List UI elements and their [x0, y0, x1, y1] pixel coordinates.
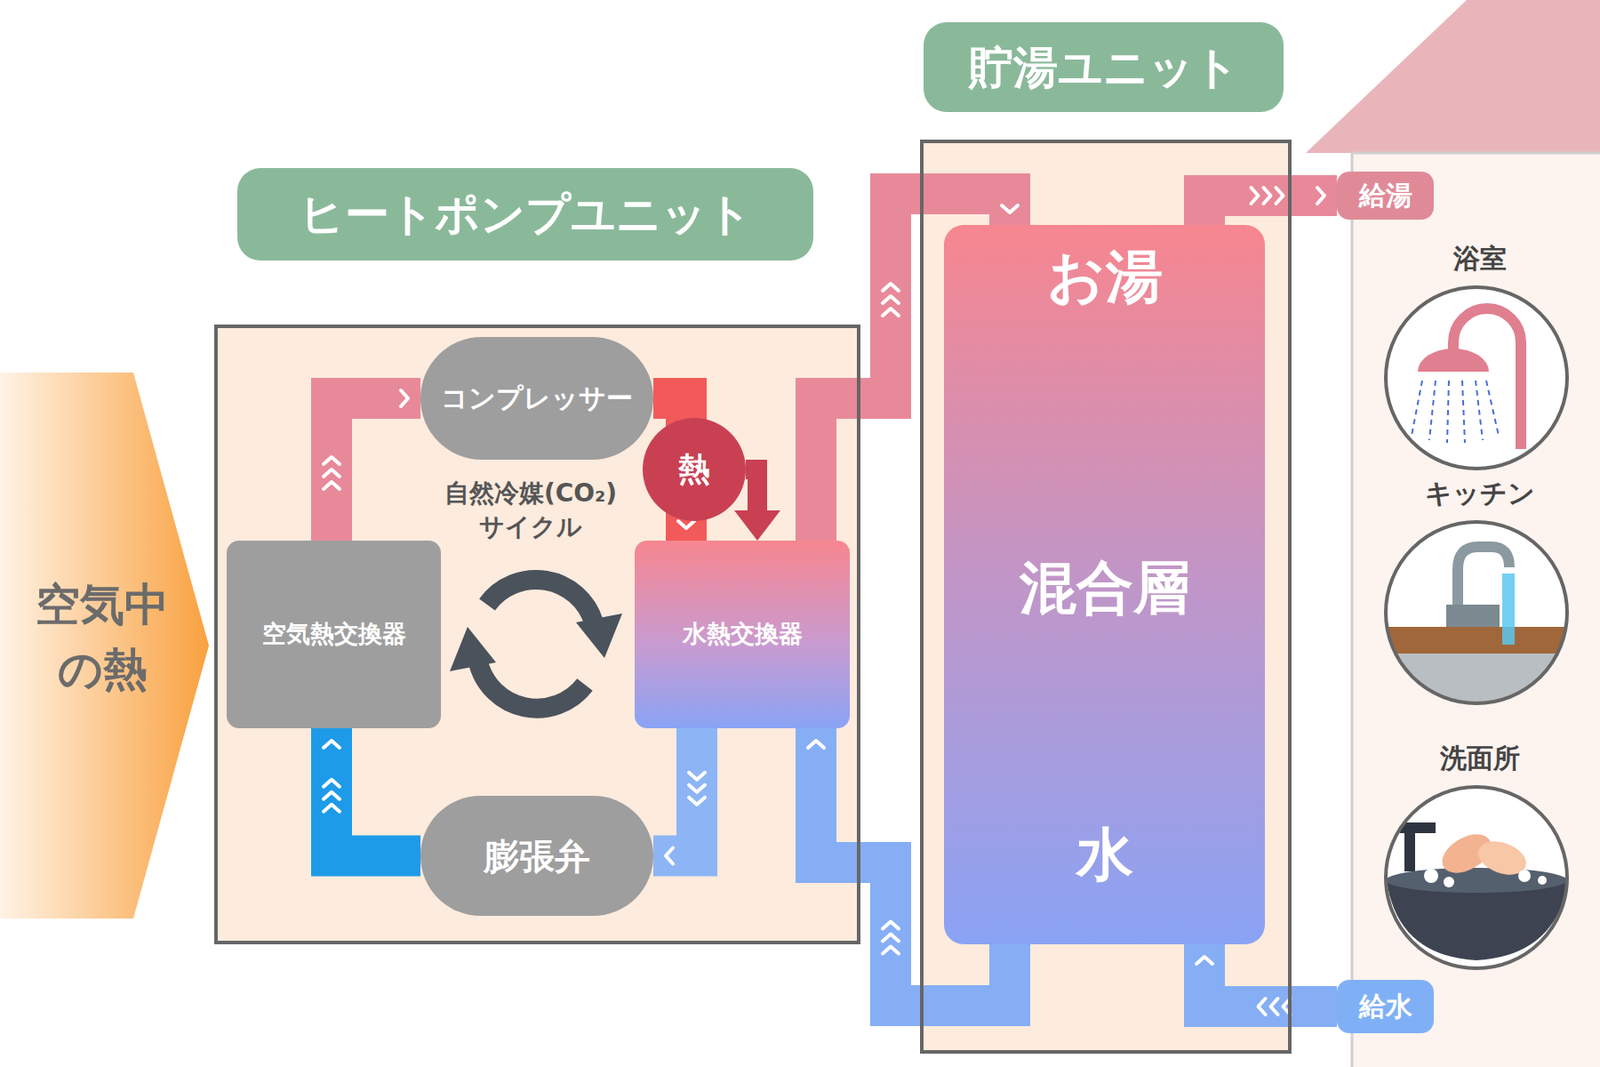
flow-chevron: [882, 308, 899, 316]
node-text: コンプレッサー: [440, 382, 633, 415]
flow-chevron: [882, 946, 899, 954]
heat-circle: 熱: [642, 417, 746, 521]
flow-chevron: [688, 772, 705, 780]
flow-chevron: [882, 296, 899, 304]
flow-chevron: [1001, 205, 1018, 213]
component-pill: コンプレッサー: [420, 336, 654, 460]
exchanger-box: 水熱交換器: [634, 540, 850, 728]
flow-chevron: [808, 740, 824, 748]
flow-chevron: [882, 283, 899, 291]
supply-pill: 給水: [1336, 979, 1434, 1033]
node-text: 水熱交換器: [682, 619, 803, 648]
hot-water-tank: お湯混合層水: [944, 224, 1265, 944]
flow-chevron: [323, 456, 340, 464]
node-text: 浴室: [1352, 242, 1600, 275]
component-pill: 膨張弁: [420, 795, 654, 916]
room-circle: 洗面所: [1384, 784, 1569, 970]
node-text: 膨張弁: [483, 834, 591, 878]
arrowhead: [734, 510, 781, 541]
flow-chevron: [1196, 956, 1213, 964]
pipe-connector: [323, 728, 421, 856]
node-text: 熱: [678, 449, 711, 488]
cycle-arrowhead: [449, 626, 496, 672]
node-text: 貯湯ユニット: [923, 22, 1284, 112]
flow-chevron: [323, 740, 340, 748]
pipe-connector: [323, 390, 421, 541]
node-text: 洗面所: [1352, 742, 1600, 775]
washbowl-illustration: [1385, 822, 1569, 960]
supply-pill: 給湯: [1336, 171, 1434, 220]
flow-chevron: [882, 934, 899, 942]
room-circle: 浴室: [1384, 285, 1569, 471]
node-text: 給水: [1359, 990, 1413, 1023]
pipe-line: [1204, 944, 1337, 1007]
pipe-line: [653, 728, 697, 856]
unit-box: ヒートポンプユニットコンプレッサー熱空気熱交換器水熱交換器膨張弁: [214, 324, 861, 944]
room-circle-fill: [1384, 285, 1569, 471]
pipe-connector: [1196, 944, 1337, 1015]
flow-chevron: [323, 469, 340, 477]
heat-pump-ground: [214, 324, 861, 944]
node-text: 混合層: [944, 553, 1265, 623]
house-body: [1352, 152, 1600, 1067]
flow-chevron: [1251, 187, 1259, 204]
flow-chevron: [323, 792, 340, 800]
air-heat-arrow: 空気中 の熱: [0, 372, 209, 919]
room-circle-fill: [1384, 784, 1569, 970]
flow-chevron: [688, 797, 705, 805]
unit-box: 貯湯ユニットお湯混合層水: [920, 139, 1292, 1054]
cycle-arrowhead: [576, 613, 623, 658]
node-text: お湯: [944, 242, 1265, 312]
node-text: キッチン: [1352, 477, 1600, 510]
node-text: 空気中 の熱: [26, 572, 178, 702]
node-text: 水: [944, 820, 1265, 889]
flow-chevron: [882, 921, 899, 929]
pipe-line: [331, 398, 421, 541]
exchanger-box: 空気熱交換器: [226, 540, 441, 728]
cycle-label: 自然冷媒(CO₂) サイクル: [437, 476, 624, 544]
flow-chevron: [1276, 187, 1284, 204]
storage-ground: [920, 139, 1292, 1054]
pipe-line: [745, 469, 758, 514]
flow-chevron: [400, 390, 408, 407]
node-text: ヒートポンプユニット: [237, 168, 814, 261]
flow-chevron: [323, 804, 340, 812]
node-text: 給湯: [1359, 179, 1413, 212]
flow-chevron: [665, 848, 673, 864]
flow-chevron: [323, 779, 340, 787]
house-roof: [1305, 0, 1600, 153]
pipe-connector: [653, 728, 705, 864]
arrow-shape: [0, 372, 209, 919]
flow-chevron: [1317, 187, 1325, 204]
flow-chevron: [323, 481, 340, 489]
node-text: 空気熱交換器: [262, 619, 407, 648]
flow-chevron: [678, 520, 695, 528]
cycle-icon: [478, 579, 594, 709]
flow-chevron: [688, 784, 705, 792]
flow-chevron: [1264, 187, 1272, 204]
pipe-line: [1204, 195, 1337, 225]
room-circle: キッチン: [1384, 520, 1569, 705]
pipe-line: [331, 728, 421, 856]
kitchen-illustration: [1377, 546, 1583, 716]
shower-illustration: [1411, 308, 1521, 449]
flow-chevron: [1271, 998, 1279, 1015]
flow-chevron: [1258, 998, 1266, 1015]
pipe-connector: [1204, 187, 1337, 225]
